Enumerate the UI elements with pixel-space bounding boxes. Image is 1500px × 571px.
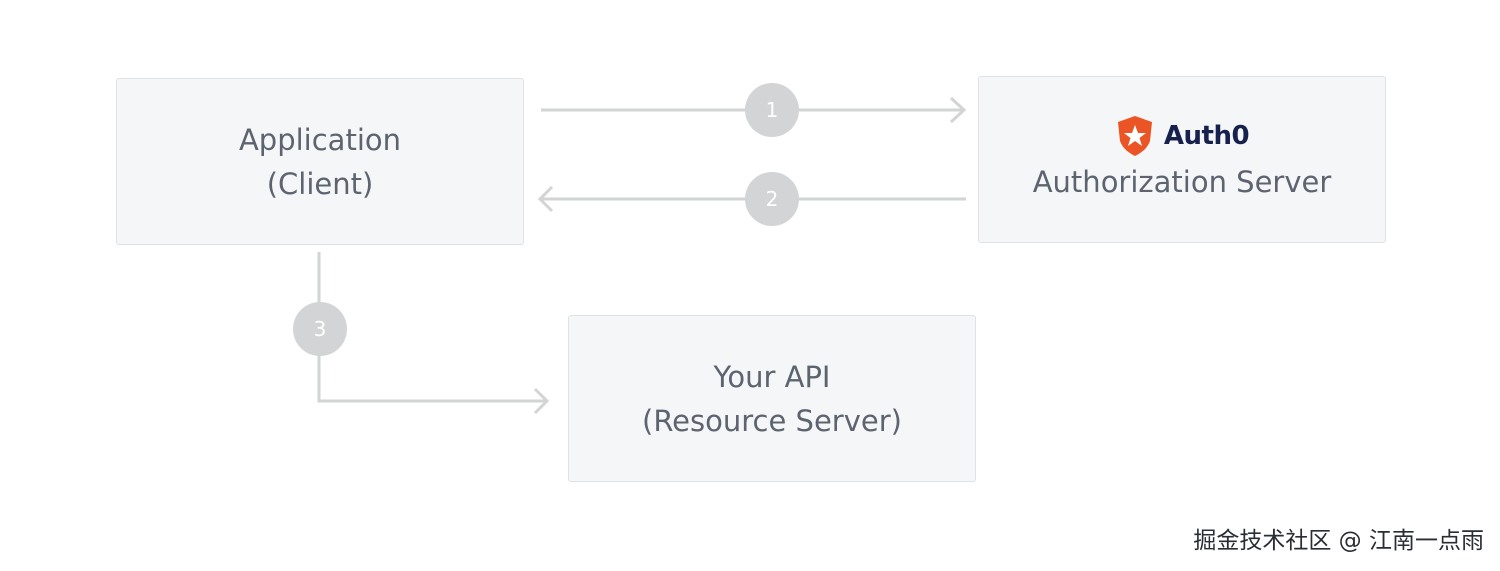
api-title: Your API: [713, 359, 831, 394]
authorization-server-title: Authorization Server: [1032, 164, 1332, 199]
watermark: 掘金技术社区 @ 江南一点雨: [1193, 528, 1484, 554]
step-2-label: 2: [766, 187, 779, 211]
step-3-arrow: [317, 252, 550, 415]
application-subtitle: (Client): [266, 166, 374, 201]
auth0-shield-icon: [1117, 115, 1152, 156]
api-subtitle: (Resource Server): [642, 403, 902, 438]
authorization-server-box: Auth0 Authorization Server: [978, 76, 1386, 243]
step-2-marker: 2: [745, 172, 799, 226]
auth0-brand-name: Auth0: [1163, 120, 1250, 151]
auth0-brand: Auth0: [1115, 114, 1250, 158]
step-3-marker: 3: [293, 302, 347, 356]
step-1-marker: 1: [745, 83, 799, 137]
application-title: Application: [238, 122, 402, 157]
resource-server-box: Your API (Resource Server): [568, 315, 976, 482]
step-3-label: 3: [314, 317, 327, 341]
application-client-box: Application (Client): [116, 78, 524, 245]
step-1-label: 1: [766, 98, 779, 122]
